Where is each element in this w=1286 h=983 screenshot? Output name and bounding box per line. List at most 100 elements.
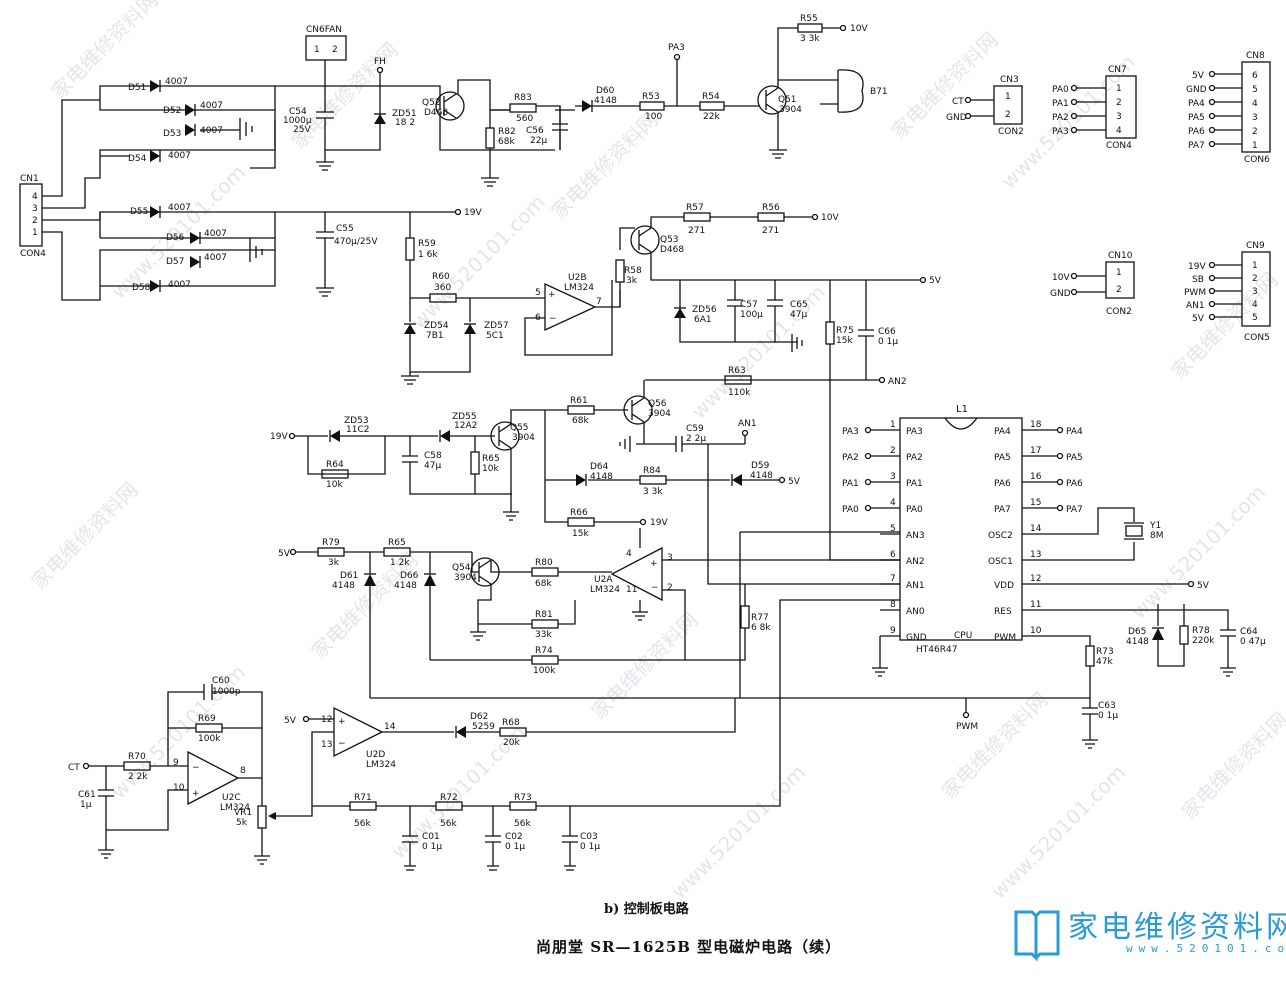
svg-text:5V: 5V (1192, 314, 1205, 324)
svg-text:68k: 68k (535, 579, 552, 589)
watermark-text: www.520101.com (1127, 480, 1271, 624)
svg-text:10V: 10V (850, 24, 868, 34)
svg-text:100μ: 100μ (740, 310, 763, 320)
svg-text:4: 4 (1252, 300, 1258, 310)
svg-text:15: 15 (1030, 498, 1041, 508)
ct-node: CT (68, 762, 90, 773)
svg-text:4007: 4007 (168, 280, 191, 290)
svg-text:14: 14 (384, 722, 396, 732)
svg-text:FH: FH (374, 57, 386, 67)
svg-text:56k: 56k (354, 819, 371, 829)
svg-text:U2B: U2B (568, 273, 587, 283)
svg-text:AN0: AN0 (906, 607, 925, 617)
svg-text:10V: 10V (821, 213, 839, 223)
svg-text:68k: 68k (498, 137, 515, 147)
svg-text:PWM: PWM (1184, 288, 1206, 298)
svg-text:B71: B71 (870, 87, 888, 97)
svg-text:CN6FAN: CN6FAN (306, 25, 342, 35)
svg-text:R65: R65 (482, 454, 500, 464)
svg-text:2: 2 (1252, 127, 1258, 137)
v5-node-e: 5V (1187, 580, 1210, 591)
svg-text:CON4: CON4 (1106, 141, 1132, 151)
svg-text:3: 3 (667, 553, 673, 563)
svg-text:D64: D64 (590, 462, 609, 472)
svg-text:100k: 100k (198, 734, 221, 744)
watermark-text: www.520101.com (987, 760, 1131, 904)
svg-text:AN1: AN1 (1186, 301, 1205, 311)
v19-node-b: 19V (270, 432, 296, 442)
svg-text:11C2: 11C2 (346, 425, 369, 435)
svg-text:R73: R73 (514, 793, 532, 803)
svg-text:PA7: PA7 (994, 505, 1011, 515)
cn1-connector: CN1 CON4 4 3 2 1 (19, 174, 46, 259)
svg-text:C02: C02 (505, 832, 523, 842)
svg-text:R74: R74 (535, 646, 553, 656)
svg-text:1 6k: 1 6k (418, 250, 438, 260)
cn3-connector: CN3 CON2 1 2 CT GND (946, 75, 1024, 137)
svg-text:C60: C60 (212, 676, 230, 686)
svg-text:5V: 5V (1192, 71, 1205, 81)
svg-text:47μ: 47μ (424, 461, 441, 471)
cn8-connector: CN8 CON6 6 5 4 3 2 1 5V GND PA4 PA5 PA6 … (1186, 51, 1271, 165)
svg-text:0 1μ: 0 1μ (1098, 711, 1118, 721)
svg-text:R68: R68 (502, 718, 520, 728)
svg-text:CT: CT (952, 97, 964, 107)
svg-text:5V: 5V (284, 716, 297, 726)
svg-text:5V: 5V (929, 276, 942, 286)
svg-text:PA4: PA4 (1188, 99, 1205, 109)
svg-text:PA7: PA7 (1066, 505, 1083, 515)
v5-node-b: 5V (778, 476, 801, 487)
svg-text:D468: D468 (424, 108, 448, 118)
svg-text:560: 560 (516, 114, 533, 124)
svg-text:R60: R60 (432, 272, 450, 282)
svg-text:L1: L1 (956, 404, 968, 415)
book-logo-icon (1014, 910, 1060, 962)
svg-text:10k: 10k (326, 480, 343, 490)
svg-text:5: 5 (890, 524, 896, 534)
watermark-text: 家电维修资料网 (287, 38, 403, 154)
svg-text:CN8: CN8 (1246, 51, 1265, 61)
svg-text:R69: R69 (198, 714, 216, 724)
svg-text:3: 3 (32, 204, 38, 214)
svg-text:PA2: PA2 (842, 453, 859, 463)
figure-subcaption: b) 控制板电路 (604, 902, 689, 917)
svg-text:+: + (192, 789, 200, 799)
svg-text:19V: 19V (1188, 262, 1206, 272)
transistor-q51: Q51 3904 (757, 85, 802, 115)
svg-text:R61: R61 (570, 396, 588, 406)
svg-text:CON2: CON2 (998, 127, 1024, 137)
svg-text:5: 5 (1252, 85, 1258, 95)
svg-text:OSC2: OSC2 (988, 531, 1013, 541)
svg-text:68k: 68k (572, 416, 589, 426)
svg-text:PA1: PA1 (842, 479, 859, 489)
watermark-text: 家电维修资料网 (887, 28, 1003, 144)
svg-text:R66: R66 (570, 508, 588, 518)
svg-text:C63: C63 (1098, 701, 1116, 711)
svg-text:CT: CT (68, 763, 80, 773)
svg-text:7B1: 7B1 (426, 331, 444, 341)
svg-text:1: 1 (1252, 141, 1258, 151)
svg-text:16: 16 (1030, 472, 1042, 482)
logo-url: www.520101.com (1126, 942, 1286, 955)
svg-text:R73: R73 (1096, 647, 1114, 657)
svg-text:C55: C55 (336, 224, 354, 234)
svg-text:47μ: 47μ (790, 310, 807, 320)
svg-text:4007: 4007 (200, 126, 223, 136)
svg-text:ZD51: ZD51 (392, 109, 417, 119)
svg-text:22k: 22k (703, 112, 720, 122)
svg-text:D59: D59 (751, 461, 770, 471)
svg-text:−: − (192, 763, 200, 773)
svg-text:AN2: AN2 (888, 377, 907, 387)
svg-text:9: 9 (173, 758, 179, 768)
svg-text:Q56: Q56 (648, 399, 667, 409)
svg-text:4007: 4007 (168, 203, 191, 213)
svg-text:Q53: Q53 (660, 235, 679, 245)
svg-text:3904: 3904 (454, 573, 477, 583)
an2-node: AN2 (878, 376, 907, 387)
svg-text:470μ/25V: 470μ/25V (334, 237, 378, 247)
svg-text:GND: GND (1186, 85, 1207, 95)
